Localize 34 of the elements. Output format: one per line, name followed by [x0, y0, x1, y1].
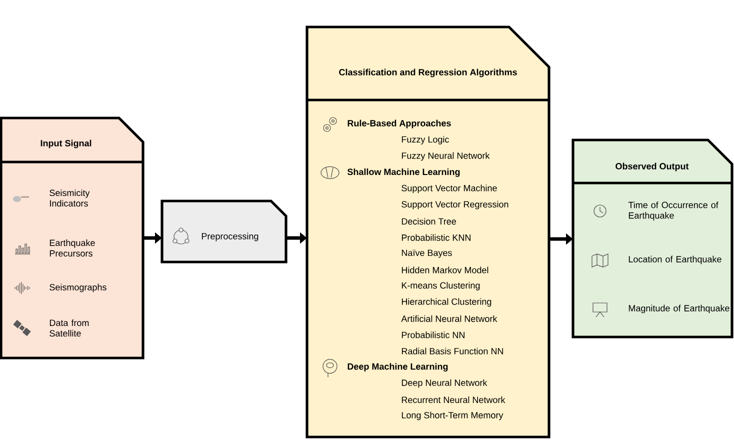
item-label: Preprocessing [202, 232, 258, 242]
algorithm-name: Artificial Neural Network [401, 315, 498, 322]
category-heading: Deep Machine Learning [348, 363, 448, 372]
panel-heading: Observed Output [616, 162, 689, 172]
panel-heading: Input Signal [40, 140, 92, 148]
algorithm-name: Radial Basis Function NN [402, 348, 503, 354]
panel [572, 138, 734, 338]
algorithm-name: Fuzzy Logic [402, 136, 449, 144]
algorithm-name: Support Vector Regression [402, 200, 508, 210]
algorithm-name: K-means Clustering [402, 282, 480, 290]
algorithm-name: Fuzzy Neural Network [402, 152, 490, 161]
panel [160, 200, 288, 264]
item-label: Earthquake Precursors [50, 239, 95, 257]
algorithm-name: Recurrent Neural Network [402, 396, 506, 404]
item-label: Location of Earthquake [628, 256, 722, 264]
item-label: Data from Satellite [50, 319, 89, 337]
item-label: Time of Occurrence of Earthquake [628, 202, 718, 220]
category-heading: Rule-Based Approaches [348, 120, 451, 128]
item-label: Seismographs [50, 284, 106, 292]
category-heading: Shallow Machine Learning [347, 168, 460, 177]
algorithm-name: Naïve Bayes [402, 250, 452, 258]
item-label: Magnitude of Earthquake [628, 304, 730, 314]
panel [0, 116, 144, 360]
algorithm-name: Decision Tree [402, 218, 456, 225]
algorithm-name: Long Short-Term Memory [402, 412, 504, 420]
algorithm-name: Hidden Markov Model [402, 266, 488, 274]
item-label: Seismicity Indicators [50, 189, 90, 207]
algorithm-name: Probabilistic KNN [402, 234, 470, 241]
algorithm-name: Support Vector Machine [402, 184, 497, 194]
algorithm-name: Probabilistic NN [402, 332, 464, 338]
panel [306, 26, 550, 438]
algorithm-name: Deep Neural Network [402, 379, 488, 388]
algorithm-name: Hierarchical Clustering [402, 298, 492, 307]
panel-heading: Classification and Regression Algorithms [339, 68, 517, 78]
